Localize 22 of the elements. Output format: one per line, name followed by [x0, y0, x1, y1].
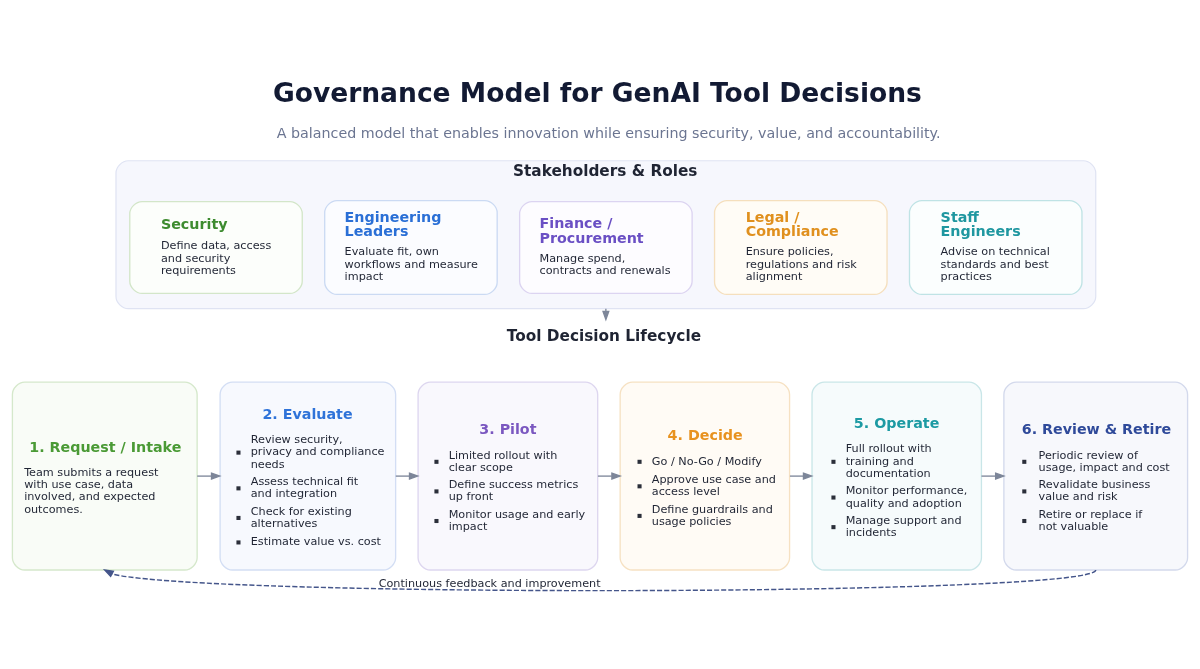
node-box: 3. Pilot Limited rollout with clear scope Define success metrics up front Monitor usage and early impact	[417, 381, 599, 571]
node-box: Security Define data, access and security requirements	[129, 200, 303, 295]
node-box: Staff Engineers Advise on technical standards and best practices	[908, 199, 1083, 296]
diagram-title: Governance Model for GenAI Tool Decisions	[272, 77, 922, 109]
node-text: Tool Decision Lifecycle	[506, 326, 702, 345]
node-box: 1. Request / Intake Team submits a request with use case, data involved, and expected outcomes.	[11, 381, 198, 571]
node-box: Finance / Procurement Manage spend, contracts and renewals	[518, 200, 693, 295]
arrow	[980, 472, 1006, 480]
node-box: Legal / Compliance Ensure policies, regulations and risk alignment	[713, 199, 888, 296]
arrow	[602, 308, 610, 322]
edge-label: Continuous feedback and improvement	[378, 577, 601, 591]
arrow	[597, 472, 623, 480]
node-box: 5. Operate Full rollout with training and documentation Monitor performance, quality and adoption Manage support and incidents	[811, 381, 983, 571]
node-box: 2. Evaluate Review security, privacy and compliance needs Assess technical fit and integration Check for existing alternatives Estimate value vs. cost	[219, 381, 397, 571]
arrow	[102, 568, 1097, 592]
arrow	[395, 472, 420, 480]
node-box: 6. Review & Retire Periodic review of usage, impact and cost Revalidate business value and risk Retire or replace if not valuable	[1003, 381, 1189, 571]
node-box: 4. Decide Go / No-Go / Modify Approve use case and access level Define guardrails and usage policies	[619, 381, 791, 571]
node-box: Engineering Leaders Evaluate fit, own workflows and measure impact	[324, 199, 498, 296]
arrow	[789, 472, 814, 480]
arrow	[196, 472, 222, 480]
label: A balanced model that enables innovation while ensuring security, value, and accountability.	[276, 124, 941, 141]
